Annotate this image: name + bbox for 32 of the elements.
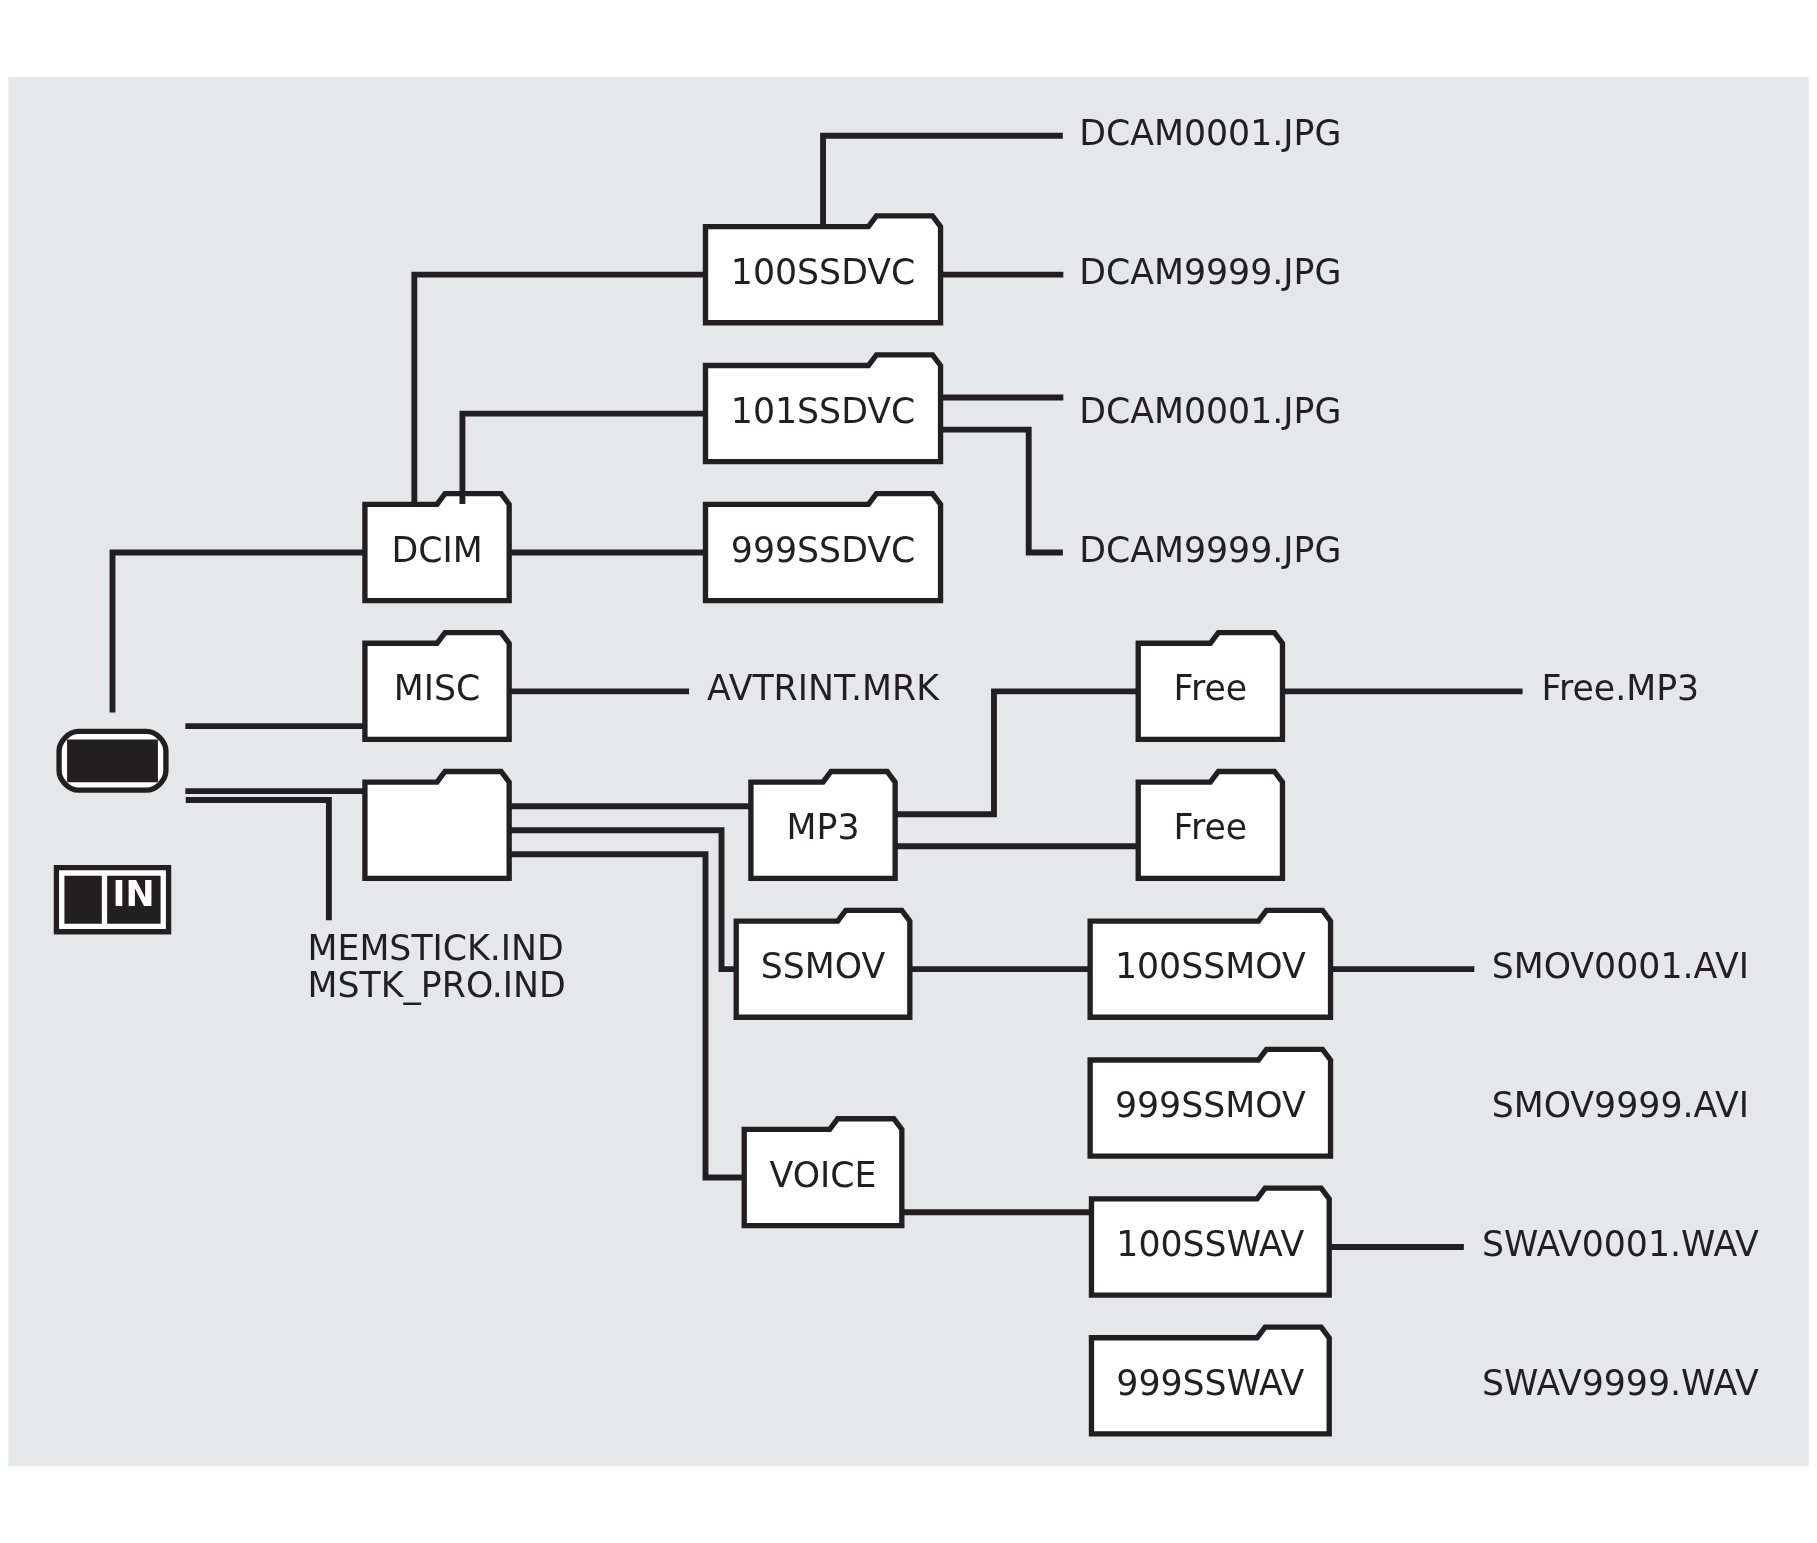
node-text: DCAM9999.JPG [1079, 529, 1342, 570]
node-text: DCAM0001.JPG [1079, 390, 1342, 431]
node-text: Free.MP3 [1541, 668, 1700, 709]
label: SWAV9999.WAV [1481, 1362, 1759, 1403]
node-text: MEMSTICK.IND MSTK_PRO.IND [307, 927, 566, 1005]
connector [820, 132, 1063, 227]
connector [1330, 1244, 1464, 1250]
connector [509, 549, 706, 556]
node-text: SWAV0001.WAV [1481, 1224, 1759, 1265]
connector [909, 966, 1090, 973]
node-text: DCAM0001.JPG [1079, 112, 1342, 153]
connector [941, 394, 1064, 401]
label: SMOV9999.AVI [1491, 1085, 1750, 1126]
node-text: SMOV0001.AVI [1491, 946, 1750, 987]
connector [509, 688, 690, 695]
node-text: DCAM9999.JPG [1079, 251, 1342, 292]
connector [509, 803, 751, 810]
connector [185, 788, 365, 795]
node-folder [362, 768, 512, 881]
connector [411, 271, 705, 505]
node-text: AVTRINT.MRK [707, 668, 939, 709]
connector [895, 688, 1138, 818]
connector [1282, 688, 1523, 695]
connector [509, 827, 736, 973]
connector [459, 410, 705, 504]
connector [941, 271, 1064, 278]
connector [895, 843, 1138, 850]
connector [185, 797, 332, 921]
connector [109, 549, 365, 713]
connector [185, 723, 365, 730]
connector [1331, 966, 1475, 973]
connector [902, 1209, 1092, 1216]
